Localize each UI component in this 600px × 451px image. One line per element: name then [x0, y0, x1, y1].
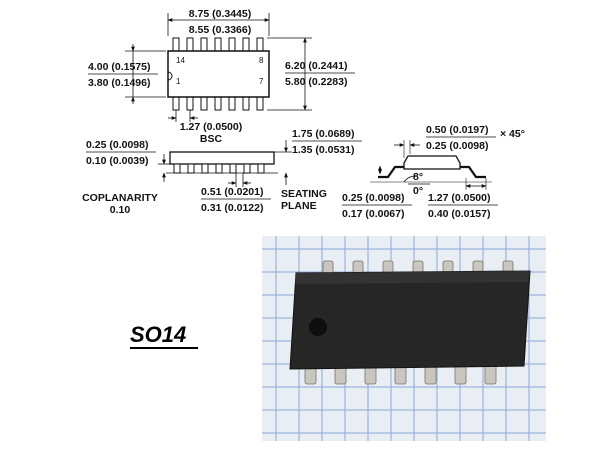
seating-plane-line1: SEATING — [281, 188, 327, 200]
pin-14-label: 14 — [176, 56, 185, 65]
length-max: 8.75 (0.3445) — [189, 8, 251, 20]
foot-length-min: 0.40 (0.0157) — [428, 208, 490, 220]
end-view: 0.50 (0.0197) 0.25 (0.0098) × 45° 0.25 (… — [342, 124, 525, 220]
pin-1-label: 1 — [176, 77, 181, 86]
overall-width-max: 6.20 (0.2441) — [285, 60, 347, 72]
pitch-note: BSC — [200, 133, 223, 145]
package-title: SO14 — [130, 322, 186, 347]
angle-min: 0° — [413, 185, 423, 197]
side-view-leads — [173, 163, 265, 174]
lead-width-max: 0.51 (0.0201) — [201, 186, 263, 198]
lead-thickness-max: 0.25 (0.0098) — [342, 192, 404, 204]
top-view-pins-lower — [172, 96, 264, 111]
chamfer-angle: × 45° — [500, 128, 525, 140]
chamfer-min: 0.25 (0.0098) — [426, 140, 488, 152]
side-view-body — [169, 151, 275, 165]
height-max: 1.75 (0.0689) — [292, 128, 354, 140]
photo-pin1-dot — [309, 318, 327, 336]
chip-photo — [262, 236, 546, 441]
lead-thickness-min: 0.17 (0.0067) — [342, 208, 404, 220]
lead-width-min: 0.31 (0.0122) — [201, 202, 263, 214]
overall-width-min: 5.80 (0.2283) — [285, 76, 347, 88]
body-width-max: 4.00 (0.1575) — [88, 61, 150, 73]
chamfer-max: 0.50 (0.0197) — [426, 124, 488, 136]
top-view: 14 8 1 7 8.75 (0.3445) 8.55 (0.3366) 4.0… — [88, 8, 355, 145]
photo-chip-body — [289, 270, 531, 370]
side-view: 0.25 (0.0098) 0.10 (0.0039) COPLANARITY … — [82, 128, 362, 216]
angle-max: 8° — [413, 171, 423, 183]
top-view-pins-upper — [172, 37, 264, 52]
coplanarity-value: 0.10 — [110, 204, 131, 216]
seating-plane-line2: PLANE — [281, 200, 317, 212]
length-min: 8.55 (0.3366) — [189, 24, 251, 36]
top-view-body — [167, 50, 270, 98]
photo-leads-lower — [304, 361, 497, 385]
standoff-max: 0.25 (0.0098) — [86, 139, 148, 151]
pin1-notch — [167, 71, 173, 81]
end-view-body — [403, 155, 461, 170]
foot-length-max: 1.27 (0.0500) — [428, 192, 490, 204]
pin-7-label: 7 — [259, 77, 264, 86]
pitch-value: 1.27 (0.0500) — [180, 121, 242, 133]
pin-8-label: 8 — [259, 56, 264, 65]
coplanarity-label: COPLANARITY — [82, 192, 158, 204]
body-width-min: 3.80 (0.1496) — [88, 77, 150, 89]
standoff-min: 0.10 (0.0039) — [86, 155, 148, 167]
height-min: 1.35 (0.0531) — [292, 144, 354, 156]
